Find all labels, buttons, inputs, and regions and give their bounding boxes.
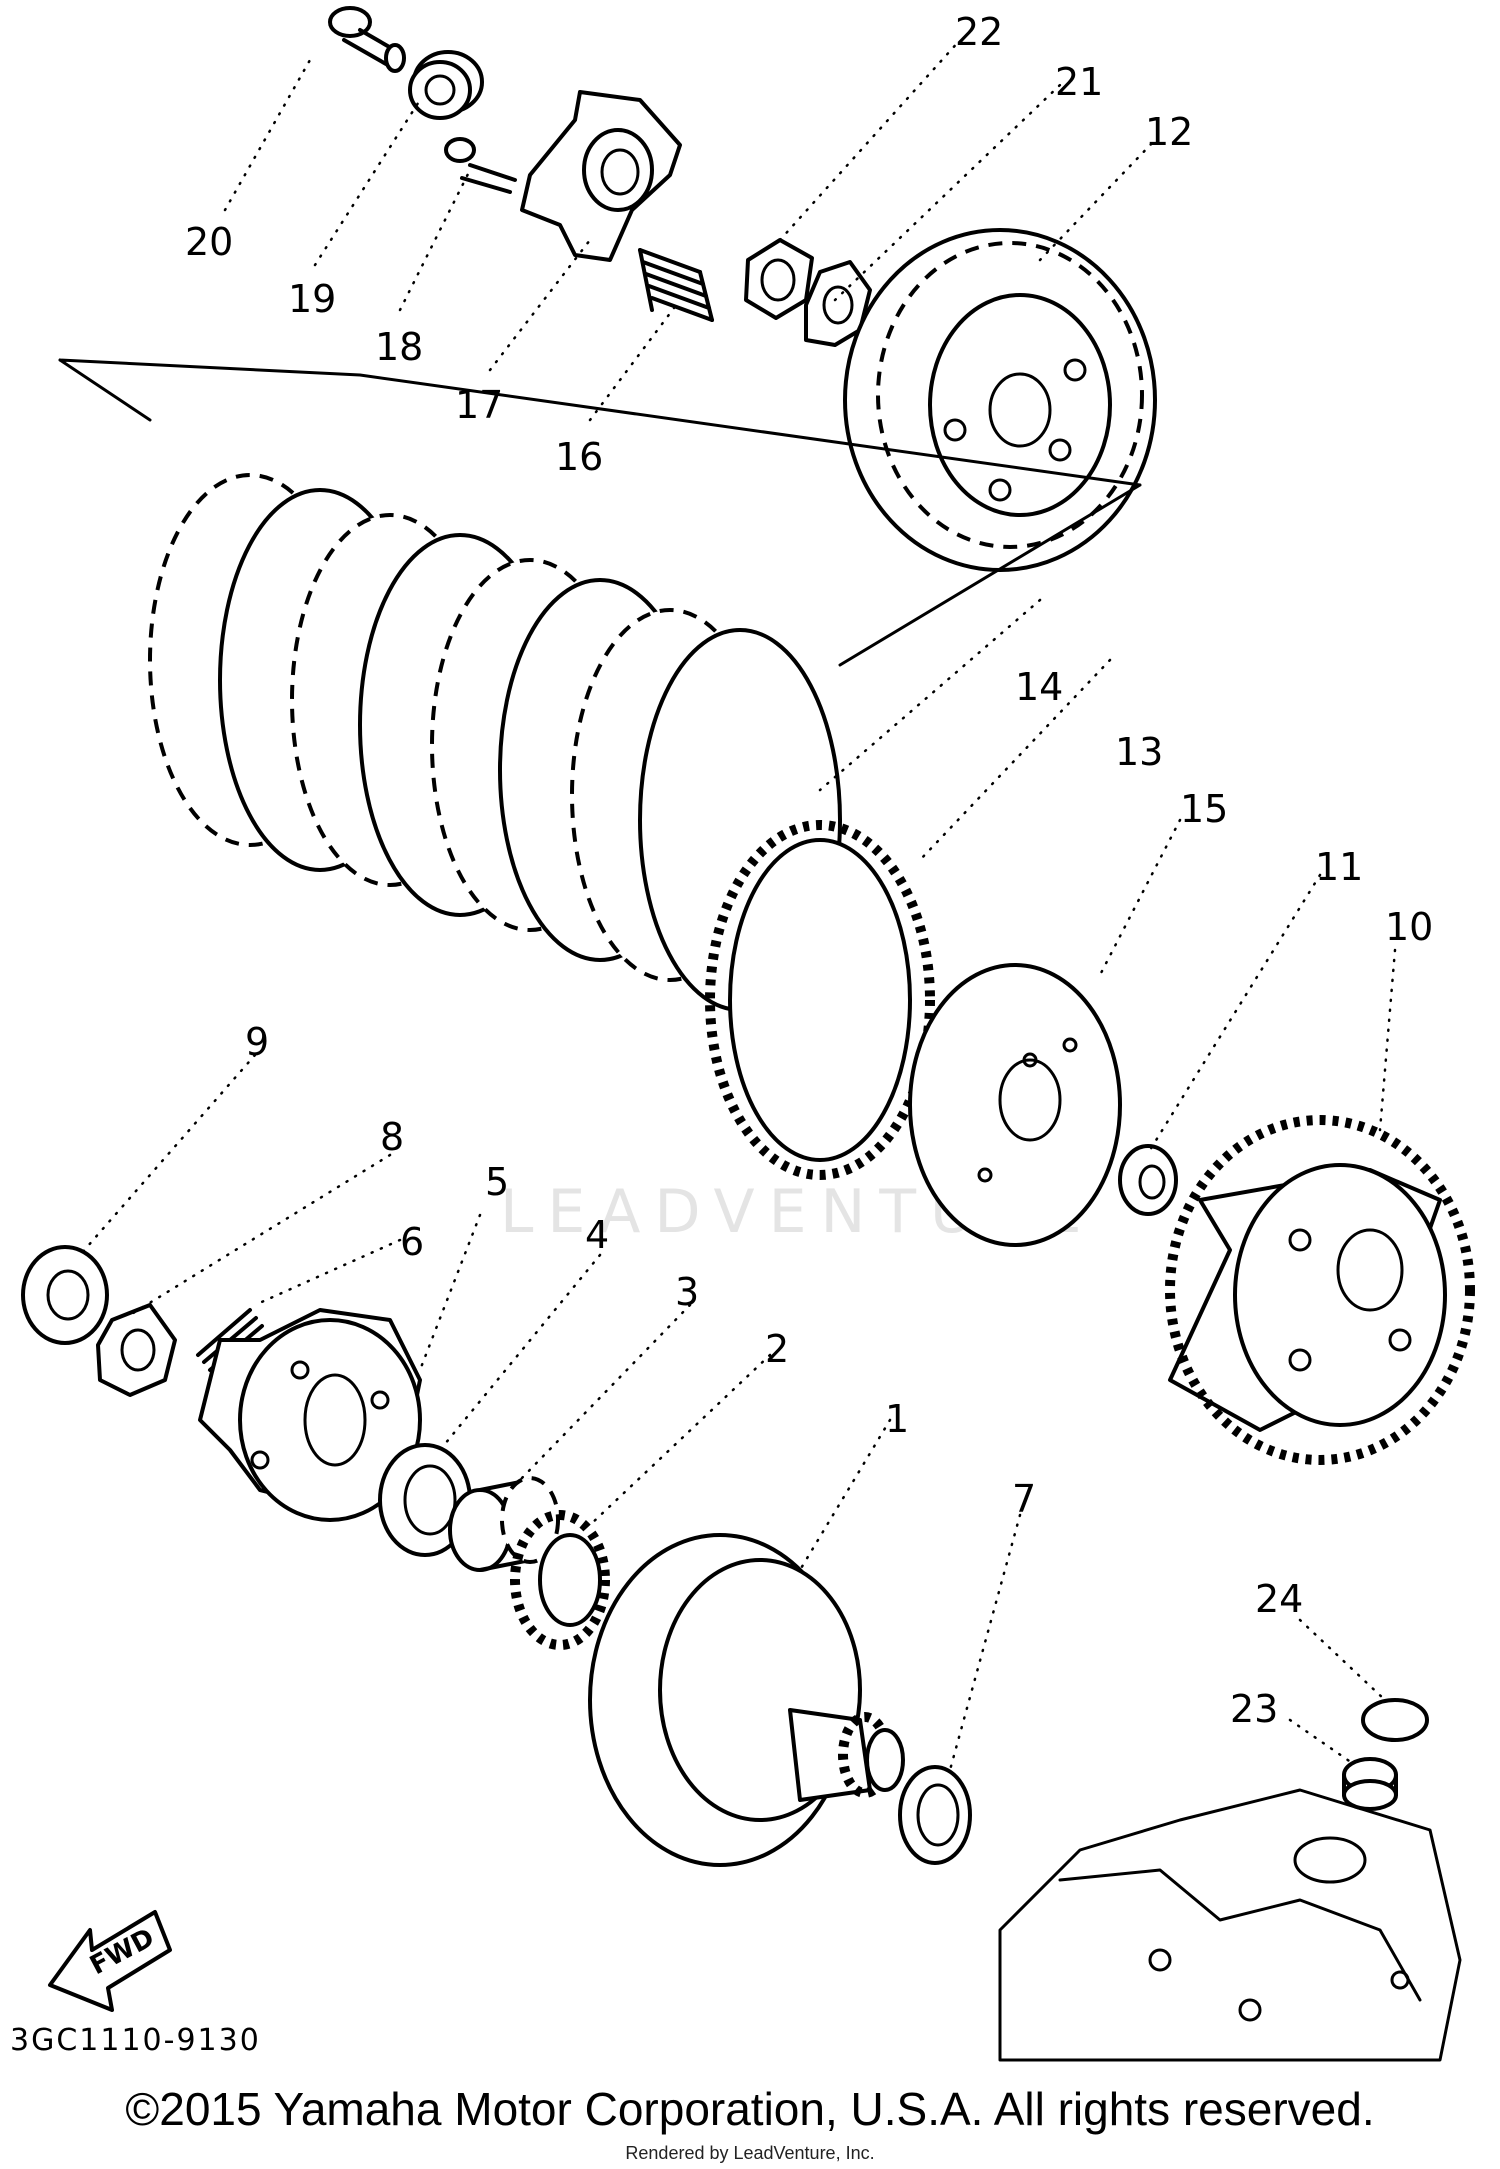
leader-lines bbox=[78, 38, 1397, 1772]
part-16-spring[interactable] bbox=[638, 248, 714, 322]
callout-13: 13 bbox=[1115, 730, 1163, 774]
part-3-one-way-clutch[interactable] bbox=[448, 1476, 560, 1572]
part-21-lock-washer[interactable] bbox=[804, 260, 872, 347]
plates-group-bracket bbox=[58, 358, 1142, 667]
callout-10: 10 bbox=[1385, 905, 1433, 949]
callout-21: 21 bbox=[1055, 60, 1103, 104]
callout-15: 15 bbox=[1180, 787, 1228, 831]
callout-23: 23 bbox=[1230, 1687, 1278, 1731]
friction-and-steel-plates[interactable] bbox=[148, 473, 842, 1012]
callout-18: 18 bbox=[375, 325, 423, 369]
part-1-clutch-carrier[interactable] bbox=[588, 1533, 905, 1867]
part-10-clutch-housing[interactable] bbox=[1165, 1115, 1475, 1465]
callout-1: 1 bbox=[885, 1397, 909, 1441]
callout-3: 3 bbox=[675, 1270, 699, 1314]
part-12-clutch-boss[interactable] bbox=[843, 228, 1157, 572]
callout-7: 7 bbox=[1012, 1477, 1036, 1521]
callout-2: 2 bbox=[765, 1327, 789, 1371]
diagram-code: 3GC1110-9130 bbox=[10, 2023, 261, 2058]
callout-17: 17 bbox=[455, 383, 503, 427]
callout-20: 20 bbox=[185, 220, 233, 264]
part-18-bolt[interactable] bbox=[444, 137, 517, 194]
callout-24: 24 bbox=[1255, 1577, 1303, 1621]
callout-6: 6 bbox=[400, 1220, 424, 1264]
part-8-lock-washer[interactable] bbox=[96, 1303, 177, 1397]
part-17-pressure-plate[interactable] bbox=[520, 90, 682, 262]
callout-14: 14 bbox=[1015, 665, 1063, 709]
callout-12: 12 bbox=[1145, 110, 1193, 154]
part-2-needle-bearing[interactable] bbox=[510, 1510, 610, 1650]
callout-4: 4 bbox=[585, 1213, 609, 1257]
part-19-bearing[interactable] bbox=[408, 50, 484, 120]
callout-16: 16 bbox=[555, 435, 603, 479]
part-9-oil-seal[interactable] bbox=[21, 1245, 109, 1345]
callout-9: 9 bbox=[245, 1020, 269, 1064]
part-15-pressure-disk[interactable] bbox=[908, 963, 1122, 1247]
callout-22: 22 bbox=[955, 10, 1003, 54]
part-7-washer[interactable] bbox=[898, 1765, 972, 1865]
part-22-nut[interactable] bbox=[744, 238, 814, 320]
callout-19: 19 bbox=[288, 277, 336, 321]
part-20-pin[interactable] bbox=[328, 6, 406, 73]
copyright-notice: ©2015 Yamaha Motor Corporation, U.S.A. A… bbox=[125, 2083, 1375, 2135]
part-24-circlip[interactable] bbox=[1361, 1698, 1429, 1742]
part-13-friction-plate[interactable] bbox=[705, 820, 935, 1180]
forward-arrow: FWD bbox=[48, 1910, 172, 2012]
part-5-shoe-carrier[interactable] bbox=[198, 1308, 422, 1522]
callout-8: 8 bbox=[380, 1115, 404, 1159]
callout-5: 5 bbox=[485, 1160, 509, 1204]
rendered-by-notice: Rendered by LeadVenture, Inc. bbox=[625, 2143, 875, 2163]
part-11-washer[interactable] bbox=[1118, 1144, 1178, 1216]
crankcase-section bbox=[998, 1788, 1462, 2062]
callout-labels: 20 19 18 17 16 22 21 12 14 13 15 11 10 9… bbox=[185, 10, 1433, 1731]
part-23-plug[interactable] bbox=[1342, 1757, 1398, 1811]
callout-11: 11 bbox=[1315, 845, 1363, 889]
